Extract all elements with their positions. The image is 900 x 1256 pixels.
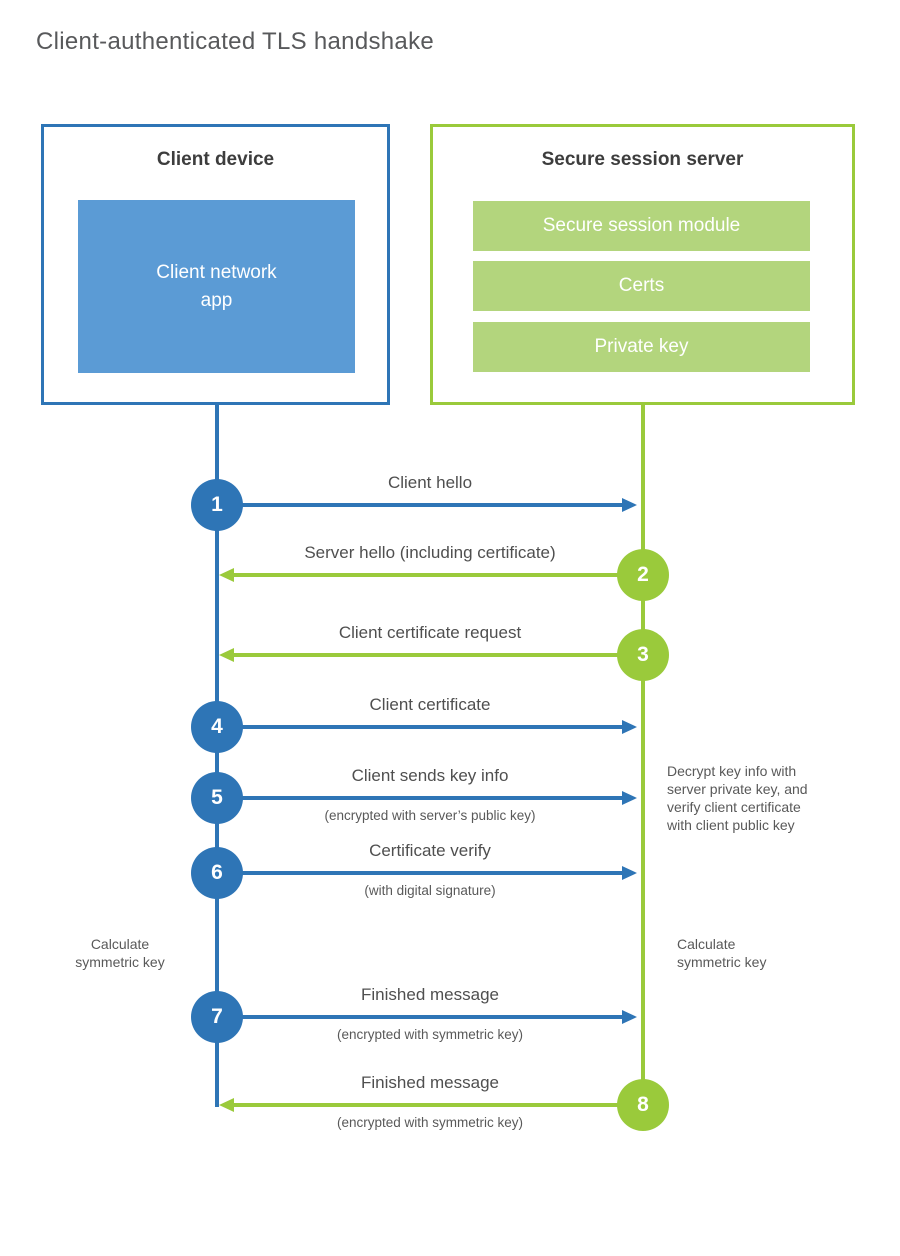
- step-8-arrow: [234, 1103, 643, 1107]
- calculate-symmetric-key-note-client: Calculate symmetric key: [75, 936, 165, 970]
- step-8-sublabel: (encrypted with symmetric key): [336, 1115, 524, 1130]
- step-3-arrowhead-icon: [219, 648, 234, 662]
- calculate-symmetric-key-note-server: Calculate symmetric key: [677, 936, 767, 970]
- client-device-box: Client device Client network app: [41, 124, 390, 405]
- server-module-secure-session: Secure session module: [473, 201, 810, 251]
- step-7-arrowhead-icon: [622, 1010, 637, 1024]
- step-8-arrowhead-icon: [219, 1098, 234, 1112]
- step-1-circle: 1: [191, 479, 243, 531]
- client-device-title: Client device: [156, 149, 275, 170]
- step-3-circle: 3: [617, 629, 669, 681]
- step-3-label: Client certificate request: [338, 623, 522, 642]
- step-1-label: Client hello: [387, 473, 473, 492]
- step-3-arrow: [234, 653, 643, 657]
- step-7-number: 7: [211, 1005, 223, 1028]
- step-2-arrow: [234, 573, 643, 577]
- step-8-circle: 8: [617, 1079, 669, 1131]
- step-4-circle: 4: [191, 701, 243, 753]
- step-5-arrowhead-icon: [622, 791, 637, 805]
- step-4-number: 4: [211, 715, 223, 738]
- client-lifeline: [215, 405, 219, 1107]
- step-7-arrow: [217, 1015, 622, 1019]
- step-7-circle: 7: [191, 991, 243, 1043]
- step-4-arrow: [217, 725, 622, 729]
- client-network-app-box: Client network app: [78, 200, 355, 373]
- step-7-label: Finished message: [361, 985, 499, 1004]
- step-5-circle: 5: [191, 772, 243, 824]
- step-6-label: Certificate verify: [369, 841, 491, 860]
- step-4-label: Client certificate: [369, 695, 491, 714]
- step-5-label: Client sends key info: [351, 766, 509, 785]
- decrypt-key-note: Decrypt key info with server private key…: [667, 763, 808, 833]
- step-8-number: 8: [637, 1093, 649, 1116]
- step-8-label: Finished message: [361, 1073, 499, 1092]
- step-6-arrowhead-icon: [622, 866, 637, 880]
- step-6-sublabel: (with digital signature): [364, 883, 496, 898]
- step-5-arrow: [217, 796, 622, 800]
- server-module-private-key: Private key: [473, 322, 810, 372]
- step-5-number: 5: [211, 786, 223, 809]
- server-module-certs: Certs: [473, 261, 810, 311]
- step-2-arrowhead-icon: [219, 568, 234, 582]
- step-1-arrowhead-icon: [622, 498, 637, 512]
- step-2-number: 2: [637, 563, 649, 586]
- server-box-title: Secure session server: [541, 149, 744, 170]
- step-3-number: 3: [637, 643, 649, 666]
- step-6-number: 6: [211, 861, 223, 884]
- step-6-circle: 6: [191, 847, 243, 899]
- step-6-arrow: [217, 871, 622, 875]
- step-2-circle: 2: [617, 549, 669, 601]
- step-4-arrowhead-icon: [622, 720, 637, 734]
- server-lifeline: [641, 405, 645, 1105]
- server-box: Secure session server Secure session mod…: [430, 124, 855, 405]
- step-2-label: Server hello (including certificate): [304, 543, 556, 562]
- step-5-sublabel: (encrypted with server’s public key): [324, 808, 536, 823]
- page-title: Client-authenticated TLS handshake: [36, 28, 435, 55]
- step-1-number: 1: [211, 493, 223, 516]
- step-7-sublabel: (encrypted with symmetric key): [336, 1027, 524, 1042]
- step-1-arrow: [217, 503, 622, 507]
